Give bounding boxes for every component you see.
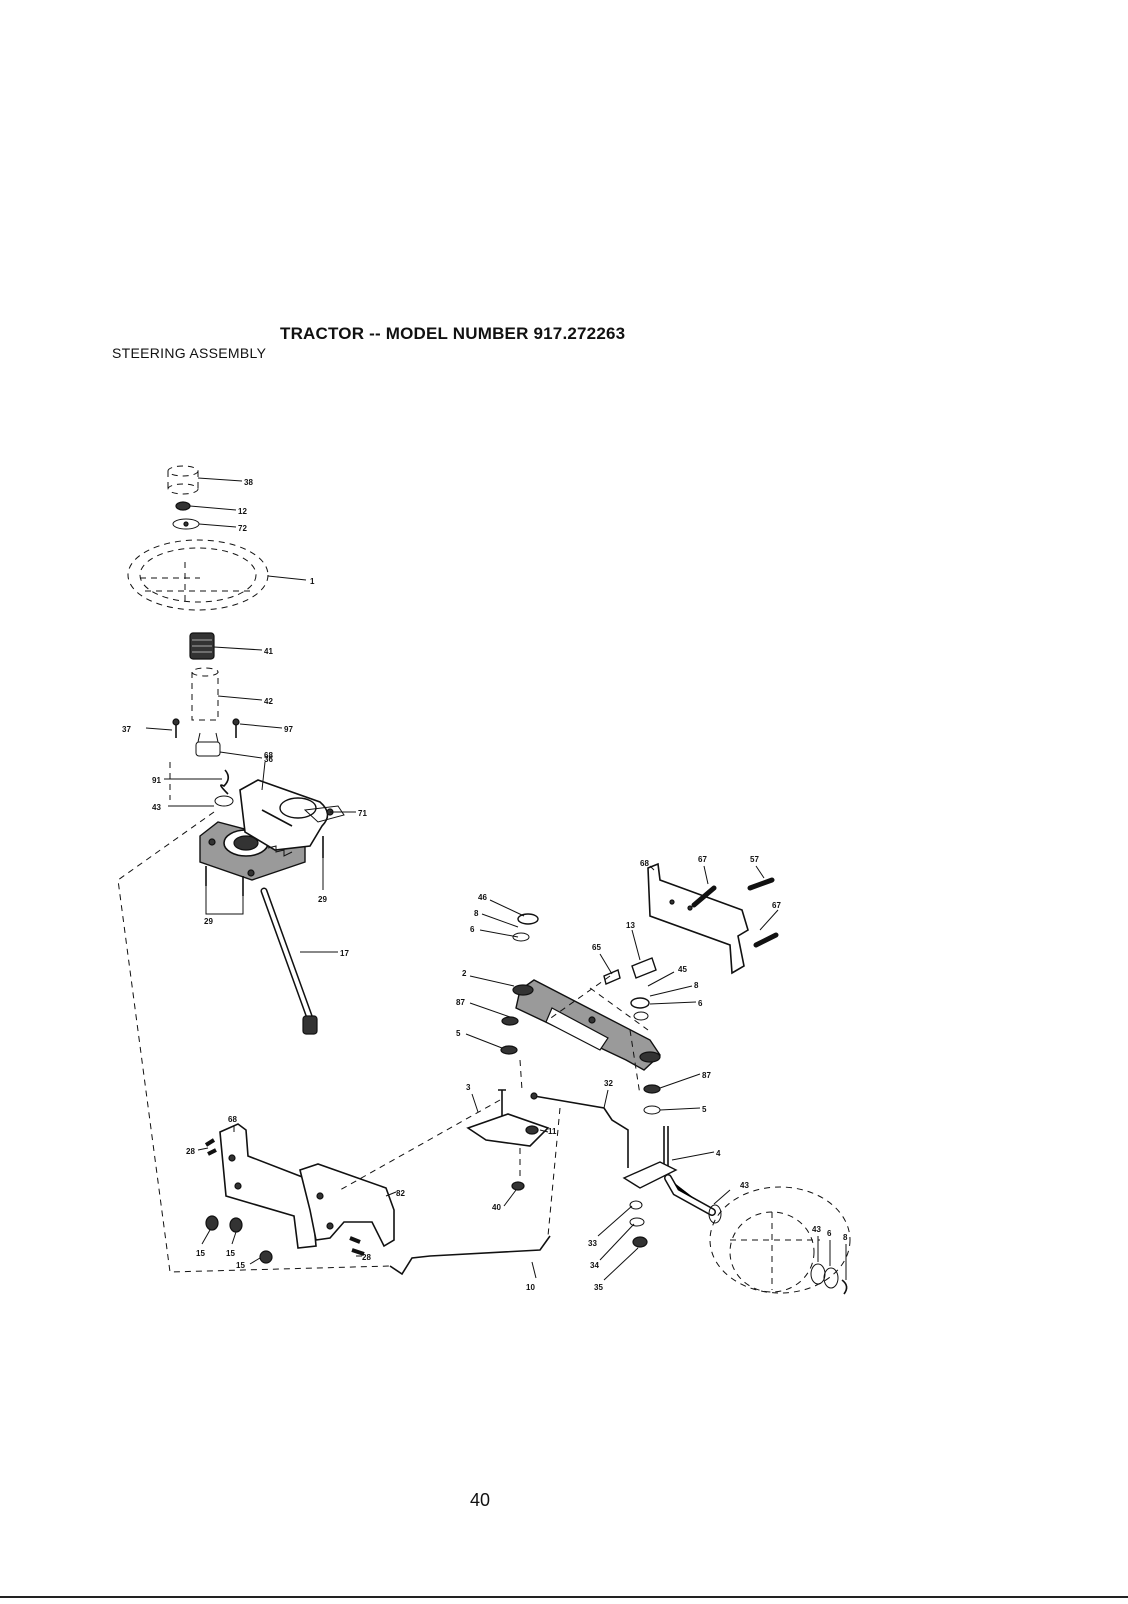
callout-label: 15 (236, 1261, 245, 1270)
callout-label: 67 (698, 855, 707, 864)
spindle-hardware (630, 1201, 647, 1247)
callout-label: 8 (843, 1233, 848, 1242)
callout-label: 6 (470, 925, 475, 934)
steering-cap (168, 466, 198, 494)
steering-shaft-sleeve (192, 668, 218, 720)
callout-label: 6 (827, 1229, 832, 1238)
spacer (604, 958, 656, 984)
callout-label: 38 (244, 478, 253, 487)
callout-label: 29 (318, 895, 327, 904)
nut (176, 502, 190, 510)
callout-label: 68 (264, 751, 273, 760)
callout-label: 37 (122, 725, 131, 734)
callout-label: 8 (694, 981, 699, 990)
callout-label: 41 (264, 647, 273, 656)
callout-label: 4 (716, 1149, 721, 1158)
spindle-left (468, 1090, 548, 1190)
callout-label: 68 (640, 859, 649, 868)
bolt-right (233, 719, 239, 738)
frame-bracket (300, 1164, 394, 1246)
bottom-rule (0, 1596, 1128, 1598)
axle-support-bracket (648, 864, 748, 973)
front-wheel (710, 1187, 850, 1294)
callout-label: 2 (462, 969, 467, 978)
callout-label: 33 (588, 1239, 597, 1248)
flange-washer (215, 796, 233, 806)
callout-label: 8 (474, 909, 479, 918)
front-axle (513, 980, 660, 1070)
callout-label: 68 (228, 1115, 237, 1124)
callout-label: 15 (226, 1249, 235, 1258)
callout-label: 97 (284, 725, 293, 734)
callout-label: 28 (186, 1147, 195, 1156)
callout-label: 5 (456, 1029, 461, 1038)
callout-label: 3 (466, 1083, 471, 1092)
callout-label: 12 (238, 507, 247, 516)
callout-label: 91 (152, 776, 161, 785)
callout-label: 65 (592, 943, 601, 952)
callout-label: 35 (594, 1283, 603, 1292)
bolt-left (173, 719, 179, 738)
callout-label: 67 (772, 901, 781, 910)
callout-label: 6 (698, 999, 703, 1008)
callout-label: 29 (204, 917, 213, 926)
callout-label: 43 (812, 1225, 821, 1234)
callout-label: 72 (238, 524, 247, 533)
callout-label: 87 (456, 998, 465, 1007)
callout-label: 34 (590, 1261, 599, 1270)
callout-label: 57 (750, 855, 759, 864)
callout-label: 42 (264, 697, 273, 706)
page-number: 40 (470, 1490, 490, 1511)
callout-label: 32 (604, 1079, 613, 1088)
drag-link (264, 891, 317, 1034)
callout-label: 5 (702, 1105, 707, 1114)
callout-label: 71 (358, 809, 367, 818)
callout-label: 45 (678, 965, 687, 974)
callout-label: 11 (548, 1127, 557, 1136)
bushing (196, 733, 220, 756)
steering-adapter (190, 633, 214, 659)
callout-label: 87 (702, 1071, 711, 1080)
steering-wheel (128, 540, 268, 610)
callout-label: 17 (340, 949, 349, 958)
washer (173, 519, 199, 529)
callout-label: 82 (396, 1189, 405, 1198)
drag-link-rod (390, 1236, 550, 1274)
callout-label: 10 (526, 1283, 535, 1292)
callout-label: 43 (152, 803, 161, 812)
callout-label: 15 (196, 1249, 205, 1258)
retainer-spring (221, 770, 228, 794)
callout-label: 1 (310, 577, 315, 586)
callout-label: 40 (492, 1203, 501, 1212)
callout-label: 28 (362, 1253, 371, 1262)
callout-label: 43 (740, 1181, 749, 1190)
callout-label: 46 (478, 893, 487, 902)
callout-label: 13 (626, 921, 635, 930)
